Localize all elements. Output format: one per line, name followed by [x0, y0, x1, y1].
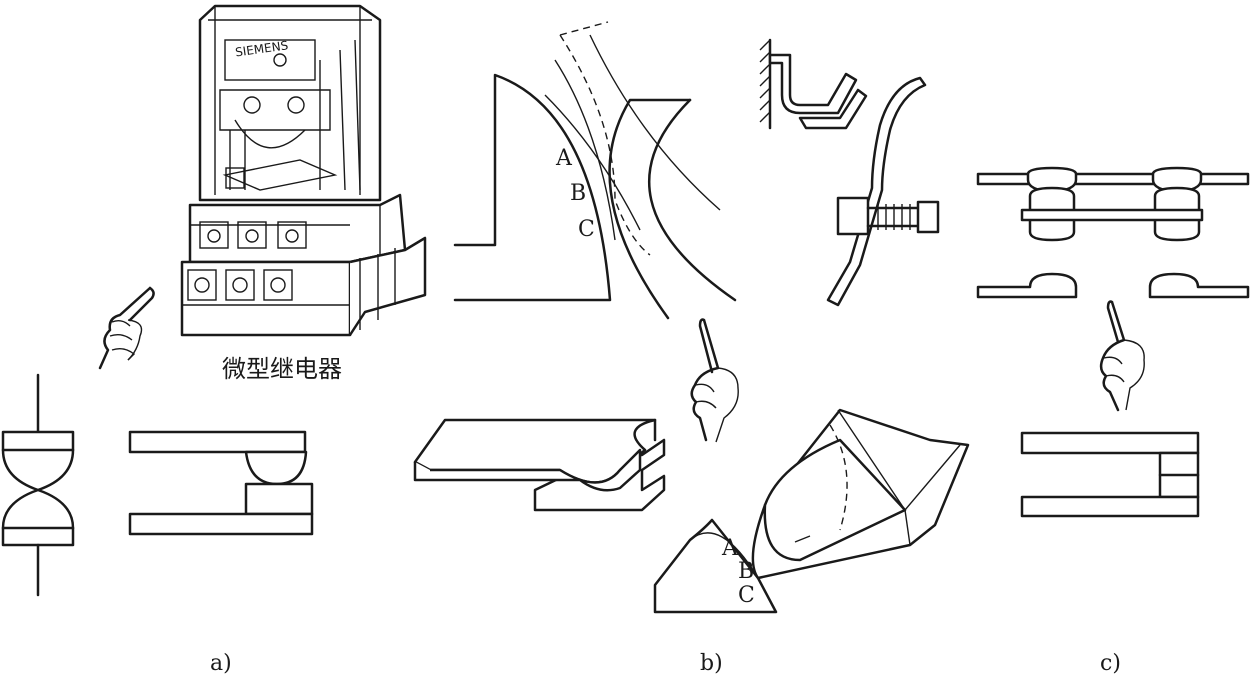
- spring-contact-diagram: [826, 76, 940, 307]
- flat-plate-contact-diagram: [413, 418, 666, 512]
- point-contact-symbol: [1, 373, 75, 597]
- cylinder-line-contact-diagram: [653, 408, 970, 614]
- face-contact-diagram: [1020, 431, 1200, 518]
- contact-point-label-c-3d: C: [738, 583, 755, 608]
- double-button-contact-diagram: [976, 166, 1250, 299]
- contact-point-label-a: A: [555, 146, 573, 171]
- line-contact-geometry: [453, 21, 737, 320]
- panel-label-b: b): [700, 651, 723, 676]
- pointing-hand-icon: [1099, 300, 1145, 412]
- pointing-hand-icon: [690, 318, 739, 443]
- pointing-hand-icon: [98, 286, 155, 370]
- point-contact-lever-diagram: [128, 430, 314, 536]
- relay-illustration: [180, 4, 427, 337]
- panel-label-a: a): [210, 651, 232, 676]
- contact-point-label-c: C: [578, 217, 595, 242]
- panel-label-c: c): [1100, 651, 1121, 676]
- relay-caption: 微型继电器: [222, 355, 342, 383]
- contact-point-label-b: B: [570, 181, 586, 206]
- relay-brand-label: SIEMENS: [234, 38, 289, 59]
- contact-point-label-b-3d: B: [738, 559, 754, 584]
- contact-point-label-a-3d: A: [721, 536, 739, 561]
- bracket-contact-diagram: [759, 38, 868, 130]
